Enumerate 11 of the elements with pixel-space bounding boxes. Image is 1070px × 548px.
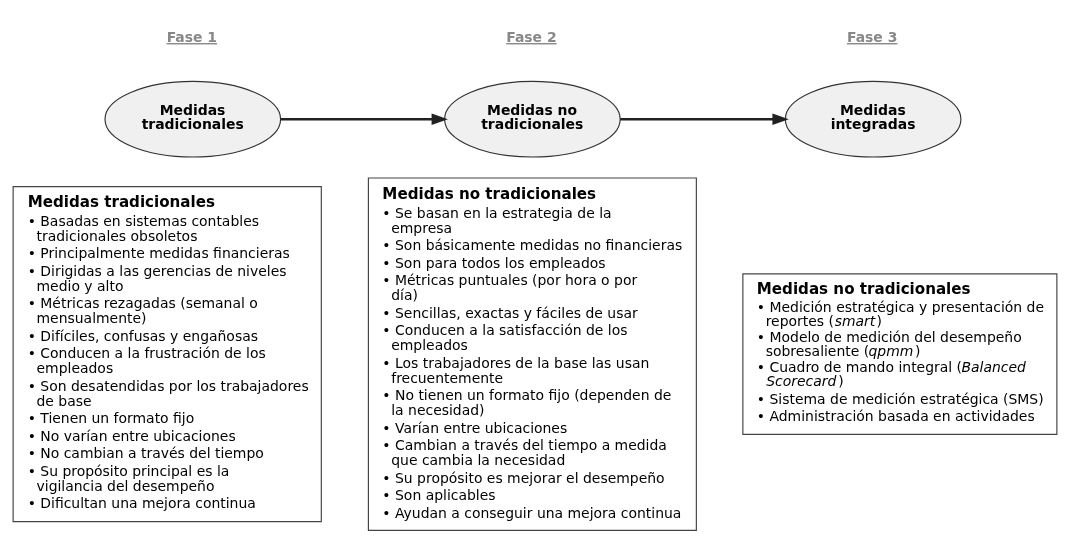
- node-box: Medidas tradicionales • Basadas en sistemas contables tradicionales obsoletos • Principalmente medidas financieras • Dirigidas a las gerencias de niveles medio y alto • Métricas rezagadas (semanal o mensualmente) • Difíciles, confusas y engañosas • Conducen a la frustración de los empleados • Son desatendidas por los trabajadores de base • Tienen un formato fijo • No varían entre ubicaciones • No cambian a través del tiempo • Su propósito principal es la vigilancia del desempeño • Dificultan una mejora continua: [12, 185, 322, 522]
- arrow: [280, 113, 448, 125]
- node-ellipse: Medidas integradas: [784, 80, 962, 158]
- node-box: Medidas no tradicionales • Se basan en la estrategia de la empresa • Son básicamente medidas no financieras • Son para todos los empleados • Métricas puntuales (por hora o por día) • Sencillas, exactas y fáciles de usar • Conducen a la satisfacción de los empleados • Los trabajadores de la base las usan frecuentemente • No tienen un formato fijo (dependen de la necesidad) • Varían entre ubicaciones • Cambian a través del tiempo a medida que cambia la necesidad • Su propósito es mejorar el desempeño • Son aplicables • Ayudan a conseguir una mejora continua: [367, 176, 697, 531]
- arrow: [620, 113, 789, 125]
- node-label: Fase 1: [166, 28, 218, 45]
- node-ellipse: Medidas tradicionales: [104, 80, 282, 158]
- node-box: Medidas no tradicionales • Medición estratégica y presentación de reportes (smart) • Modelo de medición del desempeño sobresaliente (qpmm) • Cuadro de mando integral (Balanced Scorecard) • Sistema de medición estratégica (SMS) • Administración basada en actividades: [742, 272, 1058, 435]
- node-label: Fase 2: [506, 28, 557, 45]
- node-ellipse: Medidas no tradicionales: [444, 80, 621, 158]
- node-label: Fase 3: [846, 28, 898, 45]
